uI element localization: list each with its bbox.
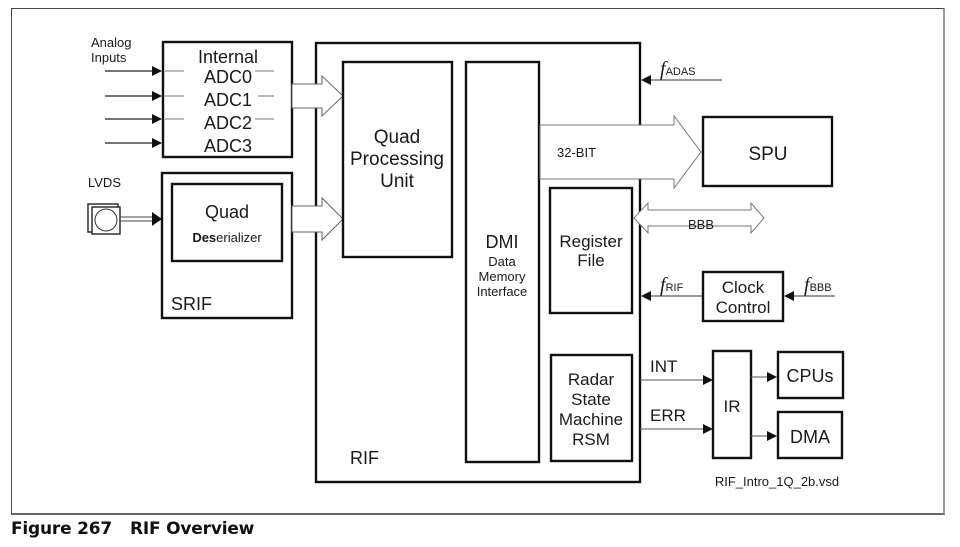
qpu-line1: Quad (374, 127, 420, 148)
err-signal: ERR (640, 406, 713, 434)
spu-block: SPU (701, 115, 834, 188)
int-label: INT (650, 357, 677, 376)
rsm-line4: RSM (572, 430, 610, 449)
cpus-label: CPUs (786, 366, 833, 386)
register-file-block: Register File (548, 186, 634, 315)
clock-control-line1: Clock (722, 278, 765, 297)
deserializer-line2: Deserializer (192, 230, 262, 245)
adc-title: Internal (198, 47, 258, 67)
f-bbb-clock: fBBB (784, 274, 835, 301)
dma-block: DMA (776, 410, 844, 460)
srif-label: SRIF (171, 294, 212, 314)
bus-32bit-label: 32-BIT (557, 145, 596, 160)
adc-to-qpu-arrow (291, 74, 344, 118)
dmi-title: DMI (486, 232, 519, 252)
figure-title: RIF Overview (130, 519, 255, 539)
bbb-label: BBB (688, 217, 714, 232)
f-rif-symbol: f (660, 274, 668, 296)
internal-adc-block: Internal ADC0 ADC1 ADC2 ADC3 (161, 40, 294, 159)
deserializer-bold-part: Des (192, 230, 216, 245)
adc-channel-0: ADC0 (204, 67, 252, 87)
cpus-block: CPUs (776, 350, 845, 400)
int-signal: INT (640, 357, 713, 385)
spu-label: SPU (748, 144, 787, 165)
source-file-name: RIF_Intro_1Q_2b.vsd (715, 474, 839, 489)
f-adas-label: fADAS (660, 58, 696, 80)
deserializer-line1: Quad (205, 202, 249, 222)
lvds-arrow (120, 212, 162, 226)
qpu-line3: Unit (380, 171, 415, 192)
quad-processing-unit: Quad Processing Unit (341, 60, 454, 259)
dmi-block: DMI Data Memory Interface (464, 60, 541, 464)
rsm-line3: Machine (559, 410, 623, 429)
clock-control-block: Clock Control (701, 270, 785, 323)
srif-to-qpu-arrow (291, 196, 344, 242)
adc-channel-2: ADC2 (204, 113, 252, 133)
dmi-sub-line1: Data (488, 254, 516, 269)
f-bbb-subscript: BBB (810, 282, 832, 294)
qpu-line2: Processing (350, 149, 444, 170)
radar-state-machine-block: Radar State Machine RSM (549, 353, 634, 463)
rif-label: RIF (350, 448, 379, 468)
clock-control-line2: Control (716, 298, 771, 317)
bus-32bit-arrow: 32-BIT (539, 114, 702, 190)
analog-label-line1: Analog (91, 35, 131, 50)
dmi-sub-line2: Memory (479, 269, 526, 284)
f-bbb-symbol: f (804, 274, 812, 296)
f-adas-clock: fADAS (641, 58, 722, 85)
rsm-line1: Radar (568, 370, 615, 389)
analog-label-line2: Inputs (91, 50, 127, 65)
f-rif-clock: fRIF (641, 274, 703, 301)
f-rif-label: fRIF (660, 274, 684, 296)
dmi-sub-line3: Interface (477, 284, 528, 299)
f-adas-subscript: ADAS (666, 66, 696, 78)
register-file-line2: File (577, 251, 604, 270)
figure-caption: Figure 267 RIF Overview (11, 519, 254, 539)
f-adas-symbol: f (660, 58, 668, 80)
adc-internal-lines (165, 70, 274, 120)
f-bbb-label: fBBB (804, 274, 832, 296)
srif-block: Quad Deserializer SRIF (160, 171, 294, 320)
figure-number: Figure 267 (11, 519, 113, 539)
f-rif-subscript: RIF (666, 282, 684, 294)
rsm-line2: State (571, 390, 611, 409)
adc-channel-1: ADC1 (204, 90, 252, 110)
bbb-bus-arrow: BBB (633, 201, 765, 235)
ir-label: IR (724, 397, 741, 416)
register-file-line1: Register (559, 232, 623, 251)
err-label: ERR (650, 406, 686, 425)
deserializer-rest-part: erializer (216, 230, 262, 245)
dma-label: DMA (790, 427, 830, 447)
adc-channel-3: ADC3 (204, 136, 252, 156)
lvds-connector-icon (87, 203, 121, 235)
analog-input-arrows (105, 66, 162, 148)
lvds-label: LVDS (88, 175, 121, 190)
ir-block: IR (711, 349, 753, 460)
